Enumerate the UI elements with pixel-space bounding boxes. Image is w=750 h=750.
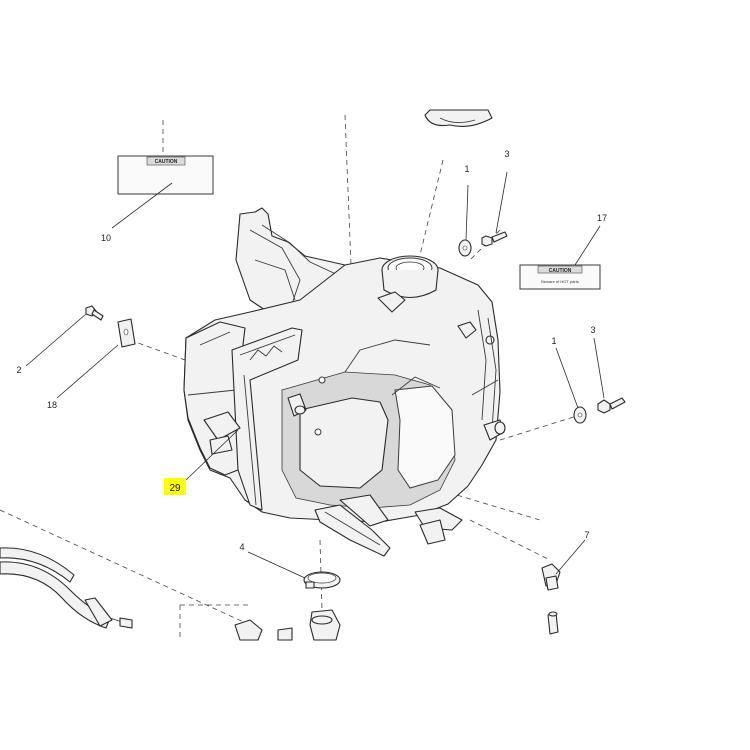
callout-3-right: 3	[590, 325, 595, 335]
callout-3-top: 3	[504, 149, 509, 159]
callouts: 3 1 17 10 2 18 1 3 29 4 7	[16, 149, 607, 552]
bolt-left	[85, 305, 104, 321]
hose-clamp	[303, 571, 341, 589]
callout-1-right: 1	[551, 336, 556, 346]
callout-7: 7	[584, 530, 589, 540]
washer-top	[458, 239, 472, 257]
bottom-parts	[234, 609, 341, 641]
callout-29-highlight	[164, 478, 186, 495]
callout-2: 2	[16, 365, 21, 375]
caution-label-left-text: CAUTION	[155, 159, 178, 165]
caution-label-right-subtext: Beware of HOT parts	[541, 279, 579, 284]
hose-bottom-left	[0, 547, 133, 629]
callout-10: 10	[101, 233, 111, 243]
caution-label-right-text: CAUTION	[549, 268, 572, 274]
clip-left	[117, 318, 136, 348]
callout-1-top: 1	[464, 164, 469, 174]
callout-17: 17	[597, 213, 607, 223]
caution-label-right: CAUTION Beware of HOT parts	[519, 264, 601, 290]
caution-label-left: CAUTION	[117, 155, 214, 195]
callout-4: 4	[239, 542, 244, 552]
leader-lines	[25, 171, 605, 579]
callout-18: 18	[47, 400, 57, 410]
fitting-bottom-right	[541, 563, 561, 635]
bolt-top	[481, 231, 508, 247]
top-hose-part	[424, 109, 493, 127]
alignment-lines	[0, 114, 581, 640]
callout-29: 29	[169, 483, 181, 494]
washer-right	[573, 406, 587, 424]
bolt-right	[597, 397, 626, 414]
airbox-assembly	[183, 207, 506, 557]
